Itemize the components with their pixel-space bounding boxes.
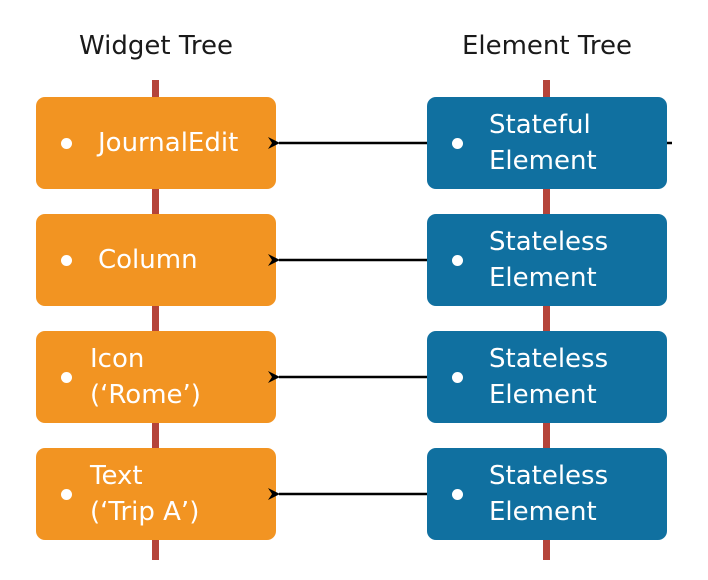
bullet-icon — [61, 372, 72, 383]
element-label-line1: Stateless — [489, 461, 609, 491]
element-label-line2: Element — [489, 497, 597, 527]
bullet-icon — [61, 255, 72, 266]
widget-label-line2: (‘Trip A’) — [90, 497, 200, 527]
widget-tree-title: Widget Tree — [79, 31, 233, 61]
element-label-line1: Stateless — [489, 344, 609, 374]
bullet-icon — [452, 372, 463, 383]
element-label-line1: Stateful — [489, 110, 591, 140]
widget-node-text: Text (‘Trip A’) — [36, 448, 276, 540]
bullet-icon — [452, 138, 463, 149]
widget-label-line2: (‘Rome’) — [90, 380, 201, 410]
widget-tree-spine — [152, 80, 159, 560]
bullet-icon — [61, 489, 72, 500]
element-node-stateless: Stateless Element — [427, 448, 667, 540]
element-tree-title: Element Tree — [461, 31, 633, 61]
bullet-icon — [61, 138, 72, 149]
bullet-icon — [452, 489, 463, 500]
element-node-stateless: Stateless Element — [427, 214, 667, 306]
element-tree-spine — [543, 80, 550, 560]
element-label-line2: Element — [489, 263, 597, 293]
widget-label-line1: Column — [98, 245, 198, 275]
widget-node-icon: Icon (‘Rome’) — [36, 331, 276, 423]
widget-label-line1: Icon — [90, 344, 145, 374]
widget-label-line1: JournalEdit — [98, 128, 239, 158]
element-label-line2: Element — [489, 146, 597, 176]
widget-label-line1: Text — [90, 461, 143, 491]
bullet-icon — [452, 255, 463, 266]
element-node-stateful: Stateful Element — [427, 97, 667, 189]
widget-node-column: Column — [36, 214, 276, 306]
widget-node-journaledit: JournalEdit — [36, 97, 276, 189]
element-node-stateless: Stateless Element — [427, 331, 667, 423]
element-label-line1: Stateless — [489, 227, 609, 257]
element-label-line2: Element — [489, 380, 597, 410]
